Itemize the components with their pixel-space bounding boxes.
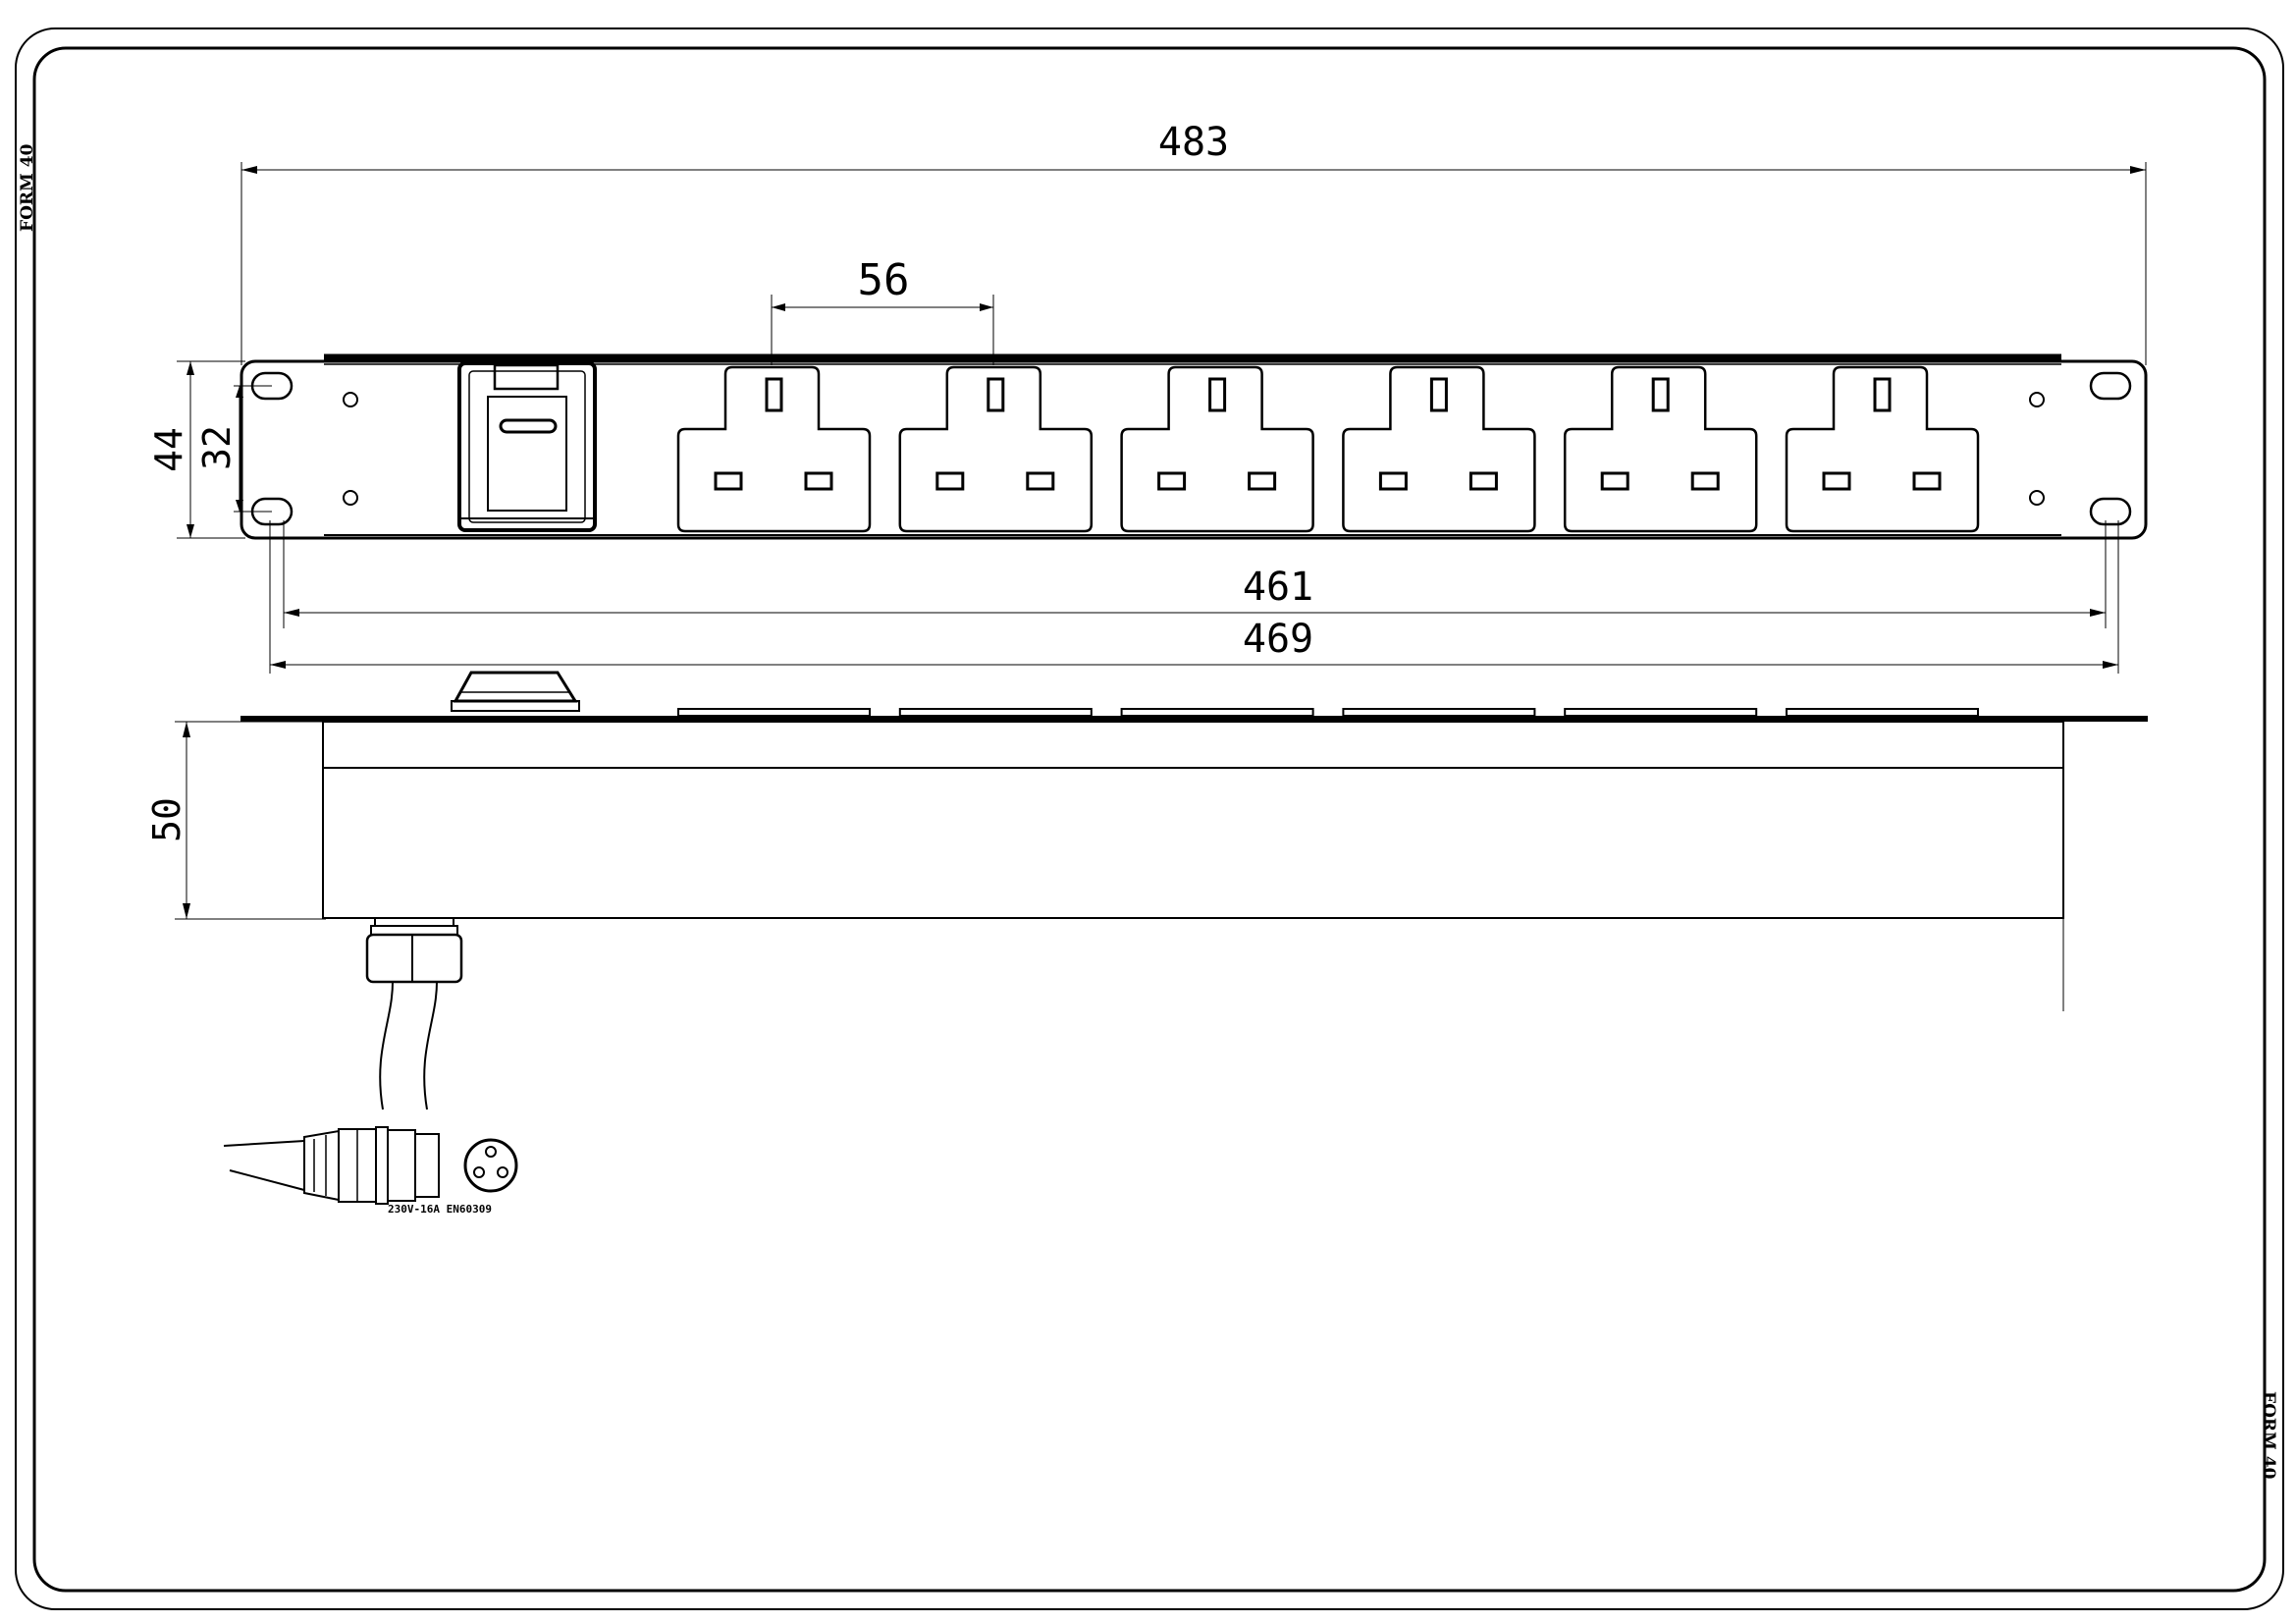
dim-44-label: 44 [147, 427, 190, 472]
socket-tab [898, 708, 1093, 717]
socket-tab [1120, 708, 1314, 717]
dim-56-label: 56 [858, 255, 910, 305]
dim-heights: 44 32 [147, 360, 272, 539]
dim-50-label: 50 [145, 797, 188, 842]
socket-tab [1342, 708, 1536, 717]
sockets [676, 365, 1980, 533]
industrial-plug [223, 1126, 440, 1205]
socket-outlet [898, 365, 1094, 533]
plug-face-icon [463, 1138, 518, 1193]
front-view [240, 353, 2148, 540]
dim-hole-span: 461 [283, 520, 2107, 628]
mounting-slot [2089, 371, 2132, 401]
dim-32-label: 32 [195, 425, 239, 470]
form-label-bottom: FORM 40 [2259, 1391, 2278, 1480]
dim-469-label: 469 [1243, 617, 1313, 662]
socket-tab [1564, 708, 1758, 717]
socket-outlet [1563, 365, 1758, 533]
dim-socket-pitch: 56 [771, 255, 994, 365]
dim-overall-width: 483 [240, 120, 2147, 365]
inner-border [32, 46, 2267, 1593]
socket-tab [1786, 708, 1979, 717]
breaker-switch [457, 361, 597, 532]
dim-body-width: 469 [269, 520, 2119, 674]
screw-hole [343, 392, 358, 407]
socket-outlet [1785, 365, 1980, 533]
screw-hole [343, 490, 358, 506]
socket-tab [677, 708, 871, 717]
dim-depth: 50 [145, 721, 326, 920]
top-view: 230V-16A EN60309 [223, 671, 2148, 1216]
socket-outlet [676, 365, 872, 533]
cable-gland [365, 917, 463, 984]
screw-hole [2029, 490, 2045, 506]
housing-body [322, 721, 2064, 919]
mounting-slot [2089, 497, 2132, 526]
socket-outlet [1120, 365, 1314, 533]
outer-border [15, 27, 2284, 1610]
form-label-top: FORM 40 [18, 143, 37, 232]
screw-hole [2029, 392, 2045, 407]
plug-label: 230V-16A EN60309 [388, 1203, 492, 1216]
front-panel [240, 359, 2148, 540]
socket-outlet [1342, 365, 1536, 533]
dim-483-label: 483 [1158, 120, 1229, 165]
dim-461-label: 461 [1243, 565, 1313, 610]
